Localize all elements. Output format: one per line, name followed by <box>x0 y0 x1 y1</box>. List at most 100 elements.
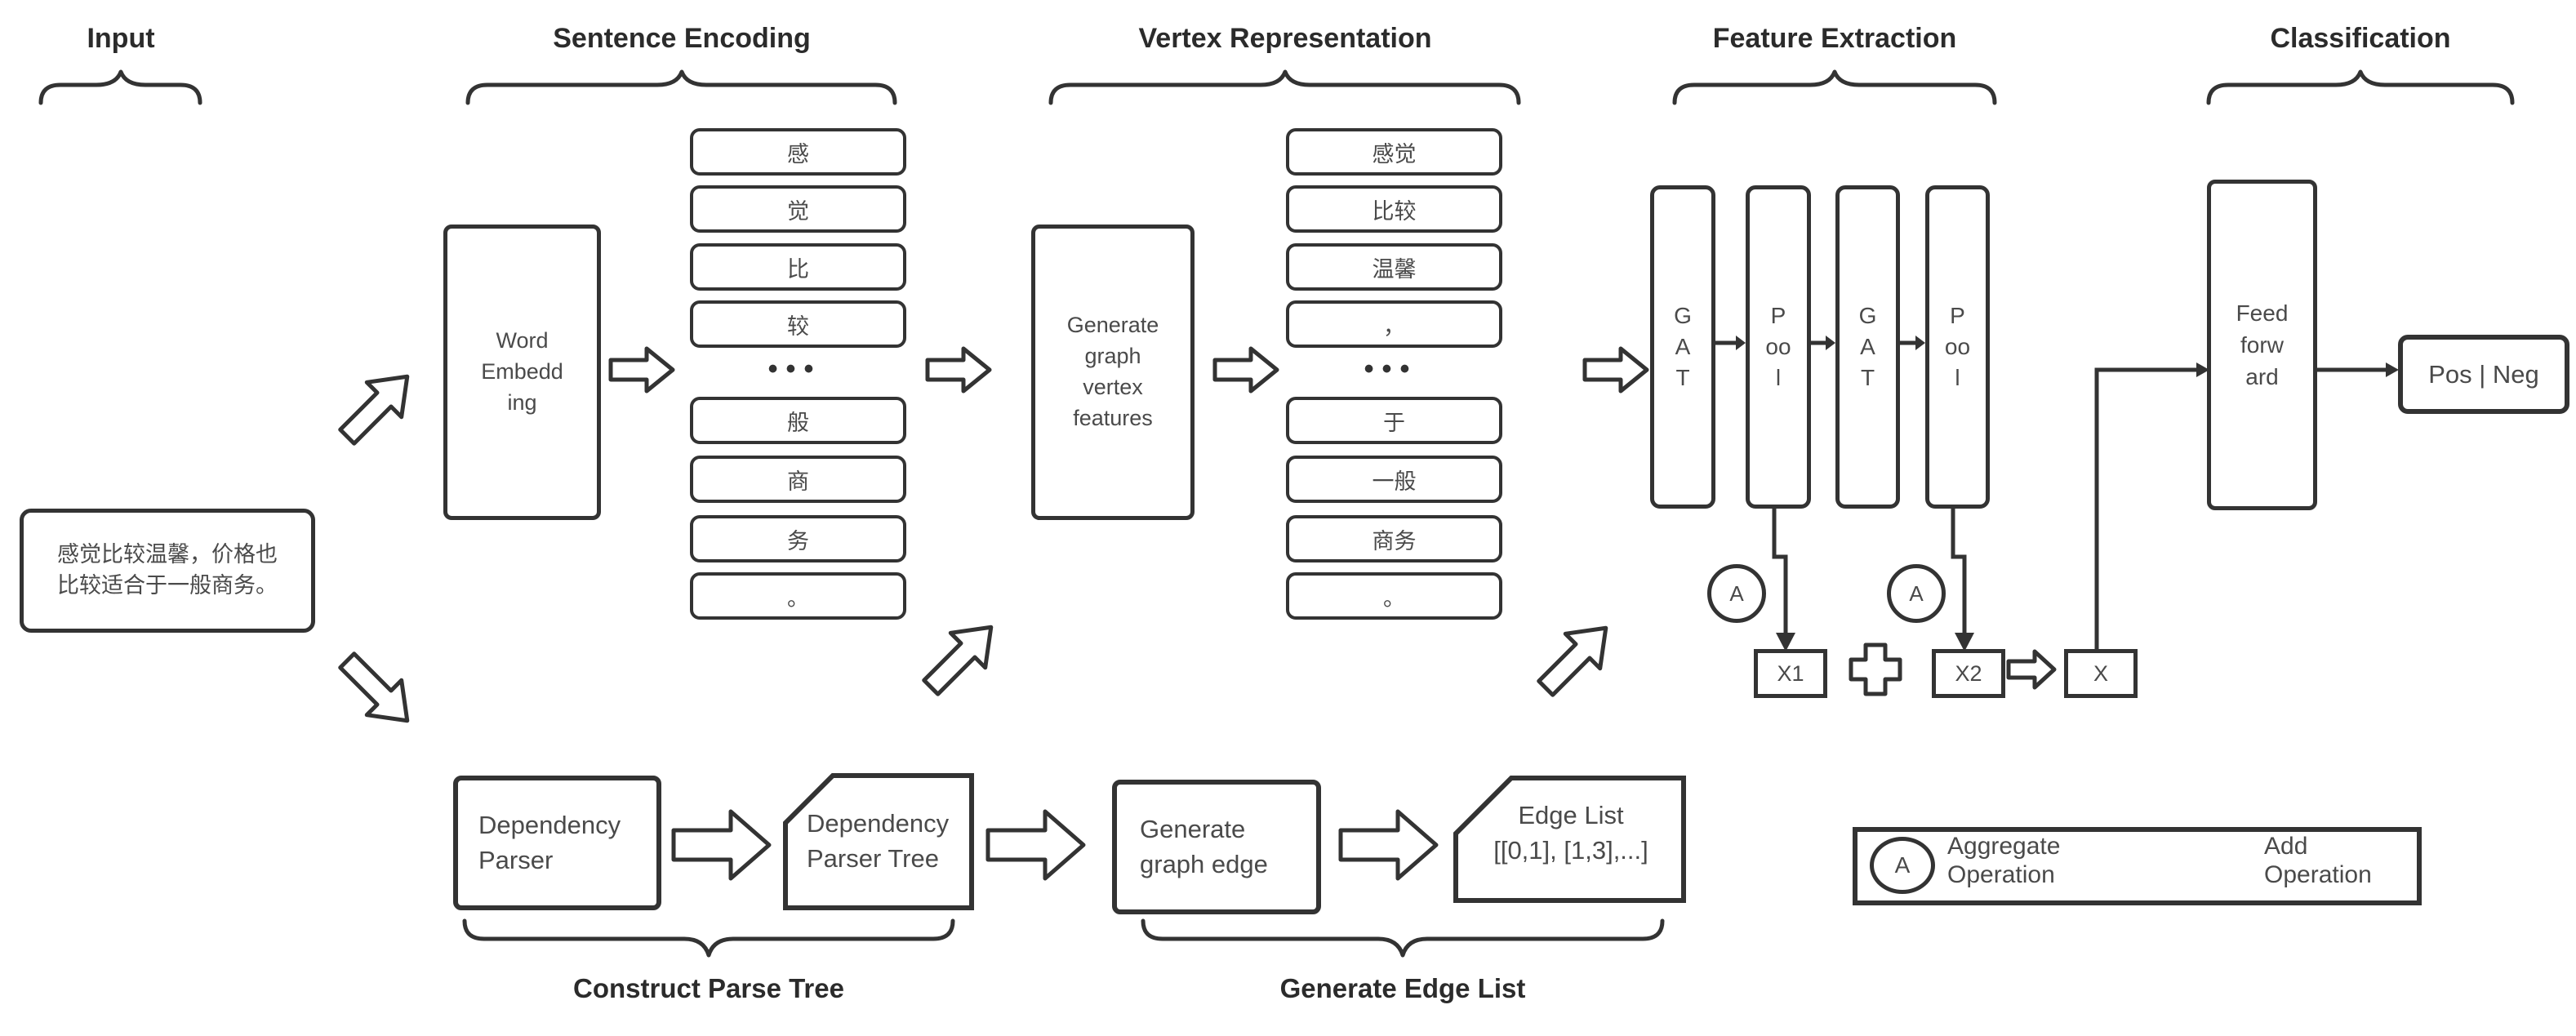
feed-forward-box: Feed forw ard <box>2207 180 2317 510</box>
parser-to-tree-arrow <box>671 809 772 881</box>
char-token: 。 <box>690 572 906 620</box>
parser-tree-line2: Parser Tree <box>807 843 939 873</box>
edge-list-shape <box>1453 776 1686 903</box>
section-label-vertex-representation: Vertex Representation <box>1138 23 1432 54</box>
input-sentence-line1: 感觉比较温馨，价格也 <box>57 542 278 567</box>
x-to-feedforward-line <box>2094 367 2196 649</box>
gat2-label: GAT <box>1858 303 1877 390</box>
dependency-parser-line2: Parser <box>478 845 554 874</box>
legend-aggregate-line1: Aggregate <box>1947 833 2061 860</box>
legend-aggregate-line2: Operation <box>1947 860 2055 888</box>
char-token: 般 <box>690 397 906 444</box>
construct-parse-tree-label: Construct Parse Tree <box>573 973 844 1003</box>
pool1-to-x1-line <box>1772 500 1788 634</box>
x-box: X <box>2064 649 2138 698</box>
generate-vertex-line3: vertex <box>1083 375 1143 399</box>
gat1-box: GAT <box>1650 185 1715 509</box>
word-token: 比较 <box>1286 185 1502 233</box>
generate-edge-line1: Generate <box>1140 814 1246 843</box>
word-token: 温馨 <box>1286 243 1502 291</box>
word-token: 一般 <box>1286 456 1502 503</box>
generate-vertex-line2: graph <box>1084 344 1141 369</box>
word-embedding-line2: Embedd <box>481 359 563 385</box>
add-operation-icon <box>1849 642 1902 696</box>
pool1-gat2-arrowhead <box>1826 336 1835 350</box>
section-label-input: Input <box>87 23 155 54</box>
feed-forward-line3: ard <box>2245 364 2279 390</box>
generate-graph-edge-box: Generate graph edge <box>1112 780 1321 914</box>
word-token: 。 <box>1286 572 1502 620</box>
dependency-parser-tree-box: Dependency Parser Tree <box>807 807 966 877</box>
char-token: 商 <box>690 456 906 503</box>
generate-vertex-line4: features <box>1073 405 1153 430</box>
pool2-to-x2-arrowhead <box>1955 633 1974 651</box>
edge-list-up-arrow <box>1537 625 1608 697</box>
tree-to-generate-edge-arrow <box>985 809 1086 881</box>
dependency-parser-box: Dependency Parser <box>453 776 661 910</box>
word-embedding-line3: ing <box>507 389 537 415</box>
char-token: 感 <box>690 128 906 176</box>
legend-add-line2: Operation <box>2264 860 2372 888</box>
word-token: 商务 <box>1286 515 1502 562</box>
x2-box: X2 <box>1932 649 2005 698</box>
generate-vertex-features-box: Generate graph vertex features <box>1031 225 1195 520</box>
legend-add-line1: Add <box>2264 833 2308 860</box>
construct-parse-tree-brace <box>462 918 955 958</box>
input-to-parser-arrow <box>338 651 410 723</box>
legend-aggregate-icon: A <box>1870 837 1935 894</box>
gat1-pool1-arrowhead <box>1736 336 1746 350</box>
input-to-embedding-arrow <box>338 374 410 446</box>
feed-forward-line2: forw <box>2240 331 2284 358</box>
char-token: 较 <box>690 300 906 348</box>
section-label-feature-extraction: Feature Extraction <box>1712 23 1957 54</box>
feedforward-to-output-arrowhead <box>2386 362 2399 377</box>
parse-tree-up-arrow <box>922 625 994 696</box>
embedding-to-tokens-arrow <box>608 346 675 394</box>
word-token: 于 <box>1286 397 1502 444</box>
input-sentence-line2: 比较适合于一般商务。 <box>57 573 278 598</box>
pool1-box: Pool <box>1746 185 1811 509</box>
section-label-sentence-encoding: Sentence Encoding <box>553 23 811 54</box>
gat1-label: GAT <box>1674 303 1692 390</box>
legend-aggregate-label: Aggregate Operation <box>1947 833 2060 889</box>
generate-vertex-line1: Generate <box>1066 313 1159 338</box>
pool2-box: Pool <box>1925 185 1990 509</box>
word-embedding-box: Word Embedd ing <box>443 225 601 520</box>
tokens-to-generate-vertex-arrow <box>925 346 992 394</box>
word-tokens-to-gat-arrow <box>1582 346 1649 394</box>
word-token: 感觉 <box>1286 128 1502 176</box>
char-token: 务 <box>690 515 906 562</box>
edge-list-box: Edge List [[0,1], [1,3],...] <box>1464 798 1678 869</box>
pool1-to-x1-arrowhead <box>1776 633 1795 651</box>
legend-box <box>1853 827 2422 905</box>
parser-tree-line1: Dependency <box>807 809 950 838</box>
generate-edge-line2: graph edge <box>1140 849 1268 878</box>
word-token: ， <box>1286 300 1502 348</box>
x2-to-x-arrow <box>2006 649 2057 690</box>
classification-brace <box>2206 69 2515 105</box>
dependency-parser-tree-shape <box>783 773 974 910</box>
pool1-label: Pool <box>1765 303 1791 390</box>
input-brace <box>38 69 202 105</box>
dependency-parser-line1: Dependency <box>478 810 621 839</box>
char-token: 比 <box>690 243 906 291</box>
sentence-encoding-brace <box>465 69 897 105</box>
x-to-feedforward-arrowhead <box>2196 362 2209 377</box>
feed-forward-line1: Feed <box>2236 300 2289 326</box>
char-token: 觉 <box>690 185 906 233</box>
legend-add-label: Add Operation <box>2264 833 2372 889</box>
section-label-classification: Classification <box>2270 23 2451 54</box>
edge-list-items: [[0,1], [1,3],...] <box>1493 835 1648 865</box>
output-box: Pos | Neg <box>2398 335 2569 414</box>
word-token-ellipsis: ••• <box>1364 353 1418 385</box>
gat2-pool2-arrowhead <box>1915 336 1925 350</box>
aggregate-icon: A <box>1887 564 1946 623</box>
generate-edge-to-edge-list-arrow <box>1338 809 1439 881</box>
word-embedding-line1: Word <box>496 328 549 353</box>
char-token-ellipsis: ••• <box>767 353 822 385</box>
generate-edge-list-brace <box>1141 918 1665 958</box>
aggregate-icon: A <box>1707 564 1766 623</box>
feature-extraction-brace <box>1672 69 1997 105</box>
